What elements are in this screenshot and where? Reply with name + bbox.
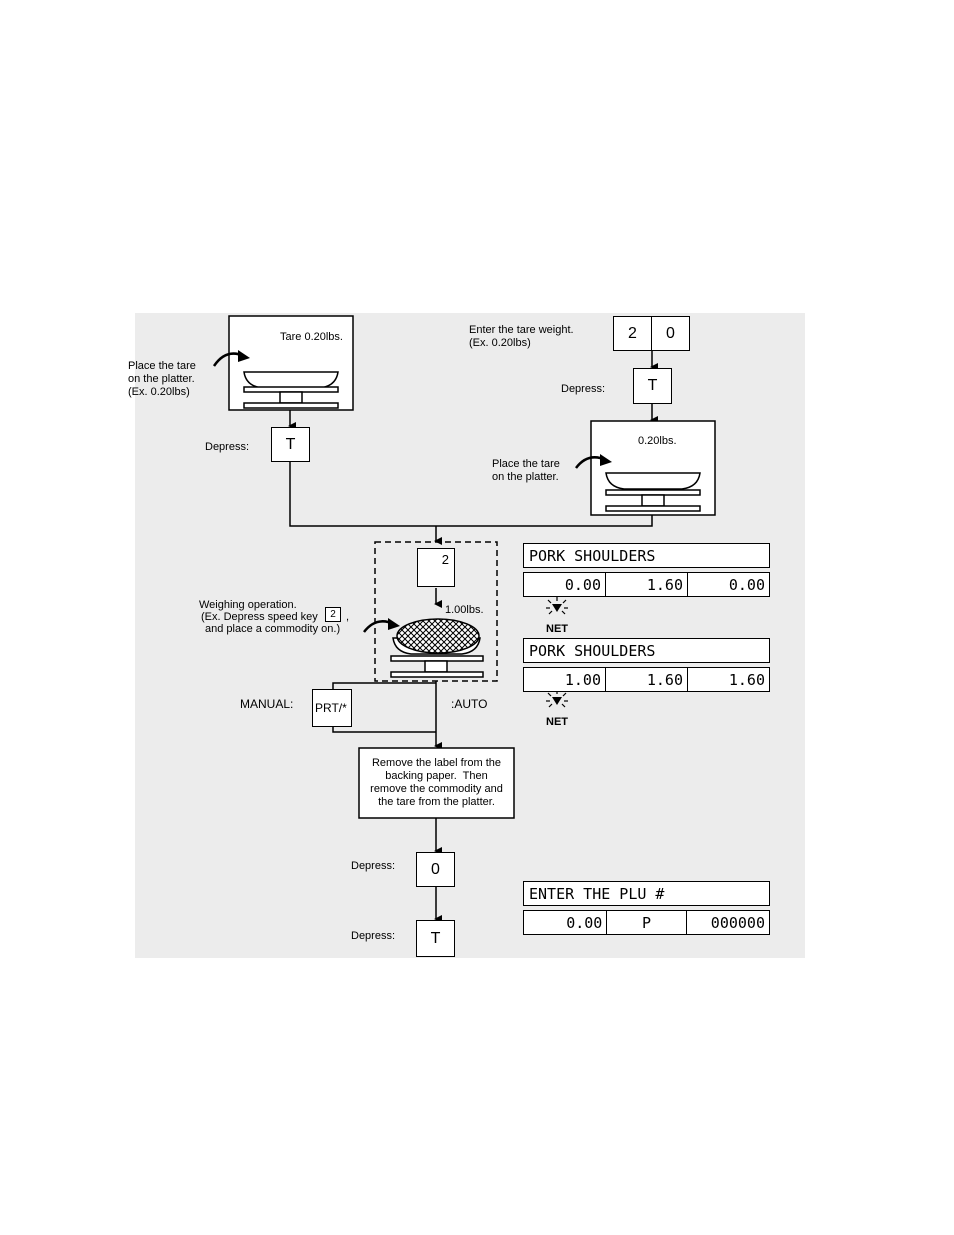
weighing-op-line1: Weighing operation. xyxy=(199,599,297,611)
key-2[interactable]: 2 xyxy=(613,316,652,351)
remove-box xyxy=(358,747,515,819)
right-tare-bowl xyxy=(605,472,701,490)
final-key-t[interactable]: T xyxy=(416,920,455,957)
weighing-op-line2: (Ex. Depress speed key xyxy=(201,611,318,623)
display-1-cell-price: 1.60 xyxy=(605,573,687,596)
display-2-cell-total: 1.60 xyxy=(687,668,769,691)
weighing-weight-label: 1.00lbs. xyxy=(445,604,484,616)
display-3-title-text: ENTER THE PLU # xyxy=(529,884,665,903)
left-tare-bowl xyxy=(243,371,339,389)
net-label-2: NET xyxy=(546,716,568,728)
net-indicator-2-icon xyxy=(546,690,568,708)
display-2-values: 1.00 1.60 1.60 xyxy=(523,667,770,692)
left-stem xyxy=(279,391,303,404)
display-3-cell-mode: P xyxy=(606,911,685,934)
left-base xyxy=(243,402,339,409)
right-weight-label: 0.20lbs. xyxy=(638,435,677,447)
right-t-key[interactable]: T xyxy=(633,368,672,404)
final-depress-1: Depress: xyxy=(351,860,396,872)
display-2-cell-price: 1.60 xyxy=(605,668,687,691)
weighing-op-key: 2 xyxy=(325,607,341,622)
right-base xyxy=(605,505,701,512)
remove-text: Remove the label from the backing paper.… xyxy=(370,757,503,808)
display-1-cell-weight: 0.00 xyxy=(564,575,601,594)
speed-key-2[interactable]: 2 xyxy=(417,548,455,587)
commodity xyxy=(396,618,480,654)
display-3-title: ENTER THE PLU # xyxy=(523,881,770,906)
display-1-cell-total: 0.00 xyxy=(687,573,769,596)
right-place-text: Place the tare on the platter. xyxy=(492,458,560,483)
final-key-0[interactable]: 0 xyxy=(416,852,455,887)
display-3-cell-plu: 000000 xyxy=(685,911,769,934)
weighing-op-comma: , xyxy=(346,611,350,623)
display-2-title: PORK SHOULDERS xyxy=(523,638,770,663)
prt-key[interactable]: PRT/* xyxy=(312,689,352,727)
weigh-base xyxy=(390,671,484,678)
left-depress-label: Depress: xyxy=(205,441,250,453)
display-3-values: 0.00 P 000000 xyxy=(523,910,770,935)
left-t-key[interactable]: T xyxy=(271,427,310,462)
display-1-title: PORK SHOULDERS xyxy=(523,543,770,568)
weigh-stem xyxy=(424,660,448,673)
final-depress-2: Depress: xyxy=(351,930,396,942)
display-2-title-text: PORK SHOULDERS xyxy=(529,641,656,660)
right-stem xyxy=(641,494,665,507)
display-3-cell-weight: 0.00 xyxy=(566,913,603,932)
key-0[interactable]: 0 xyxy=(651,316,690,351)
auto-label: :AUTO xyxy=(451,697,488,711)
left-tare-label: Tare 0.20lbs. xyxy=(280,331,343,343)
right-enter-text: Enter the tare weight. (Ex. 0.20lbs) xyxy=(469,324,574,349)
net-label-1: NET xyxy=(546,623,568,635)
weighing-op-line3: and place a commodity on.) xyxy=(205,623,341,635)
right-depress-label: Depress: xyxy=(561,383,606,395)
display-1-title-text: PORK SHOULDERS xyxy=(529,546,656,565)
manual-label: MANUAL: xyxy=(240,697,294,711)
left-place-text: Place the tare on the platter. (Ex. 0.20… xyxy=(128,360,196,398)
display-1-values: 0.00 1.60 0.00 xyxy=(523,572,770,597)
display-2-cell-weight: 1.00 xyxy=(564,670,601,689)
net-indicator-1-icon xyxy=(546,597,568,615)
